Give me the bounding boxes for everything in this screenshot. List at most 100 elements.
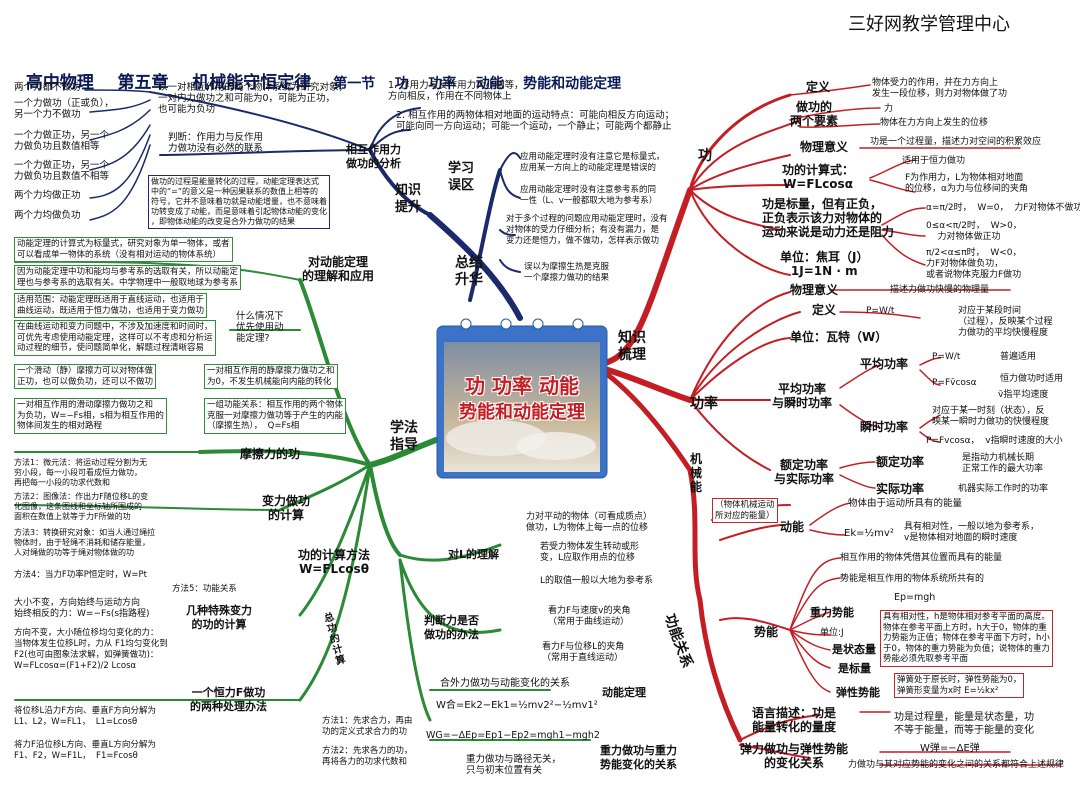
hewaili-guanxi: 合外力做功与动能变化的关系 [440, 678, 570, 689]
case-0: 两个力都不做功 [14, 82, 81, 93]
gonglv-eding-shiji: 额定功率 与实际功率 [774, 458, 835, 486]
shineng-top: 相互作用的物体凭借其位置而具有的能量 [840, 553, 1003, 563]
shineng-biaoliang: 是标量 [838, 662, 871, 675]
dn-b3: 适用范围：动能定理既适用于直线运动，也适用于 曲线运动，既适用于恒力做功，也适用… [14, 293, 208, 318]
bianli-v1: 方法1：微元法：将运动过程分割为无 穷小段，每一小段可看成恒力做功， 再把每一小… [14, 458, 148, 487]
dn-b1: 动能定理的计算式为标量式，研究对象为单一物体，或者 可以看成单一物体的系统（没有… [14, 237, 233, 262]
zhongli-guanxi: 重力做功与重力 势能变化的关系 [600, 744, 677, 771]
gonglv-ss-formula: P=Fvcosα， v指瞬时速度的大小 [926, 436, 1063, 446]
gonglv-f2-note2: v̄指平均速度 [998, 390, 1049, 400]
shineng-danwei: 单位:J [820, 628, 844, 638]
dongneng-dingli: 动能定理 [602, 686, 646, 699]
shineng: 势能 [754, 625, 779, 639]
bianli-v3: 方法3：转换研究对象：如当人通过绳拉 物体时，由于轻绳不消耗和储存能量， 人对绳… [14, 528, 156, 557]
gong-def-text: 物体受力的作用，并在力方向上 发生一段位移，则力对物体做了功 [872, 78, 1008, 99]
zuoyongli-left-desc: 以一对相互作用的两个物体系统为研究对象， 一对内力做功之和可能为0，可能为正功，… [158, 82, 349, 115]
gonglv-f1-note: 普遍适用 [1000, 352, 1037, 362]
gn-yuyan: 语言描述：功是 能量转化的量度 [752, 706, 837, 734]
gong-F-desc: F为作用力，L为物体相对地面 的位移，α为力与位移间的夹角 [905, 173, 1028, 194]
dn-b2: 因为动能定理中功和能均与参考系的选取有关，所以动能定 理也与参考系的选取有关。中… [14, 265, 242, 290]
branch-gong: 功 [698, 148, 712, 164]
wuqu-3: 对于多个过程的问题应用动能定理时，没有 对物体的受力仔细分析；有没有漏力，是 变… [506, 214, 668, 246]
center-calendar: 功 功率 动能 势能和动能定理 [436, 318, 608, 480]
jixieneng-note: （物体机械运动 所对应的能量） [712, 498, 778, 523]
zuoyongli-item1: 1. 作用力与反作用力大小相等， 方向相反，作用在不同物体上 [388, 80, 524, 102]
gong-jisuanshi: 功的计算式： W=FLcosα [782, 163, 855, 191]
fangfa-2: 方法2：先求各力的功， 再将各力的功求代数和 [322, 746, 413, 767]
gong-biaoliang: 功是标量，但有正负， 正负表示该力对物体的 运动来说是动力还是阻力 [762, 197, 895, 239]
gonglv-wuliyiyi-text: 描述力做功快慢的物理量 [890, 285, 990, 295]
tanxing-shineng: 弹性势能 [836, 686, 880, 699]
xuexi-wuqu: 学习 误区 [448, 161, 475, 193]
zuoyongli-panduan: 判断：作用力与反作用 力做功没有必然的联系 [168, 132, 264, 154]
teshu-s2: 方向不变，大小随位移均匀变化的力： 当物体发生位移L时，力从 F1均匀变化到 F… [14, 628, 168, 671]
gonglv-pingjun: 平均功率 [860, 357, 909, 371]
dongneng-formula: Ek=½mv² [844, 528, 894, 539]
gn-tanli-formula: W弹=−ΔE弹 [920, 743, 980, 754]
gonglv-avg-desc: 对应于某段时间 （过程），反映某个过程 力做功的平均快慢程度 [958, 306, 1053, 338]
center-title-line2: 势能和动能定理 [459, 402, 585, 423]
ep-formula: Ep=mgh [894, 592, 936, 603]
teshu-node: 几种特殊变力 的功的计算 [186, 604, 252, 631]
page-title: 高中物理 第五章 机械能守恒定律 第一节 功 功率 动能 势能和动能定理 [14, 48, 621, 93]
gonglv-wuliyiyi: 物理意义 [790, 283, 839, 297]
case-4: 两个力均做正功 [14, 190, 81, 201]
branch-zongjie-shenghua: 总结 升华 [455, 255, 483, 288]
zuoyongli-item2: 2. 相互作用的两物体相对地面的运动特点：可能向相反方向运动； 可能向同一方向运… [396, 110, 675, 132]
panduan-zuogong: 判断力是否 做功的办法 [424, 614, 479, 641]
panduan-p2: 看力F与位移L的夹角 （常用于直线运动） [542, 642, 625, 663]
L-3: L的取值一般以大地为参考系 [540, 576, 654, 586]
chapter-title: 高中物理 第五章 机械能守恒定律 [25, 73, 312, 93]
gonglv-shunshi: 瞬时功率 [860, 420, 909, 434]
gong-hengli: 适用于恒力做功 [902, 156, 966, 166]
dongneng-desc: 具有相对性，一般以地为参考系， v是物体相对地面的瞬时速度 [904, 522, 1040, 543]
L-2: 若受力物体发生转动或形 变，L应取作用点的位移 [540, 542, 640, 563]
gonglv-eding-desc: 是指动力机械长期 正常工作的最大功率 [962, 453, 1044, 474]
hengli-h1: 将位移L沿力F方向、垂直F方向分解为 L1、L2，W=FL1， L1=Lcosθ [14, 706, 157, 727]
L-1: 力对平动的物体（可看成质点） 做功，L为物体上每一点的位移 [526, 512, 653, 533]
moca-m3: 一对相互作用的滑动摩擦力做功之和 为负功，W=−Fs相，s相为相互作用的 物体间… [14, 398, 167, 434]
zhongli-path: 重力做功与路径无关， 只与初末位置有关 [466, 754, 562, 776]
bianli-v5: 方法5：功能关系 [172, 584, 237, 594]
dongneng-top: 物体由于运动所具有的能量 [848, 498, 963, 509]
branch-xuefa-zhidao: 学法 指导 [390, 420, 418, 453]
gong-case1: α=π/2时， W=0， 力F对物体不做功 [926, 203, 1080, 213]
gonglv-shiji-desc: 机器实际工作时的功率 [958, 484, 1049, 494]
gong-weiyi: 物体在力方向上发生的位移 [880, 118, 989, 128]
dn-youxian: 什么情况下 优先使用动 能定理? [236, 311, 284, 344]
gong-wuliyiyi-text: 功是一个过程量，描述力对空间的积累效应 [870, 137, 1042, 147]
gn-yuyan-desc: 功是过程量，能量是状态量，功 不等于能量，而等于能量的变化 [894, 712, 1034, 736]
zhongli-formula: WG=−ΔEp=Ep1−Ep2=mgh1−mgh2 [426, 730, 600, 741]
bianli-node: 变力做功 的计算 [262, 494, 311, 522]
moca-m4: 一组功能关系：相互作用的两个物体 克服一对摩擦力做功等于产生的内能 （摩擦生热）… [204, 398, 347, 434]
teshu-s1: 大小不变，方向始终与运动方向 始终相反的力：W=−Fs(s指路程) [14, 598, 150, 619]
gonglv-dingyi: 定义 [812, 303, 837, 317]
gong-case2: 0≤α<π/2时， W>0， 力对物体做正功 [926, 221, 1022, 242]
gong-danwei: 单位：焦耳（J） 1J=1N · m [780, 250, 869, 278]
gn-tanli: 弹力做功与弹性势能 的变化关系 [740, 742, 849, 770]
gonglv-danwei: 单位：瓦特（W） [790, 330, 888, 344]
gong-wuliyiyi: 物理意义 [800, 140, 849, 154]
center-title-line1: 功 功率 动能 [465, 374, 579, 398]
gonglv-f1: P=W/t [932, 352, 961, 362]
gonglv-ss-desc: 对应于某一时刻（状态），反 映某一瞬时力做功的快慢程度 [932, 406, 1050, 427]
section-title: 第一节 功 功率 动能 势能和动能定理 [333, 76, 622, 92]
brand-name: 三好网教学管理中心 [848, 14, 1010, 35]
moca-m1: 一个滑动（静）摩擦力可以对物体做 正功，也可以做负功，还可以不做功 [14, 364, 157, 389]
case-5: 两个力均做负功 [14, 210, 81, 221]
zhongli-desc: 具有相对性，h是物体相对参考平面的高度。 物体在参考平面上方时，h大于0，物体的… [880, 610, 1053, 667]
shineng-zhuangtai: 是状态量 [832, 643, 876, 656]
gong-case3: π/2<α≤π时， W<0， 力F对物体做负功， 或者说物体克服力F做功 [926, 248, 1022, 280]
panduan-p1: 看力F与速度v的夹角 （常用于曲线运动） [548, 606, 631, 627]
dn-b4: 在曲线运动和变力问题中，不涉及加速度和时间时， 可优先考虑使用动能定理，这样可以… [14, 320, 216, 356]
case-3: 一个力做正功，另一个 力做负功且数值不相等 [14, 160, 110, 182]
hengli-node: 一个恒力F做功 的两种处理办法 [190, 686, 267, 713]
dongneng-dingli-node: 对动能定理 的理解和应用 [302, 255, 375, 283]
moca-m2: 一对相互作用的静摩擦力做功之和 为0，不发生机械能向内能的转化 [204, 364, 338, 389]
gonglv-def-formula: P=W/t [866, 306, 895, 316]
branch-zhishi-shuli: 知识 梳理 [618, 330, 646, 363]
shineng-sys: 势能是相互作用的物体系统所共有的 [840, 574, 985, 584]
branch-gonglv: 功率 [690, 396, 718, 412]
case-1: 一个力做功（正或负）， 另一个力不做功 [14, 98, 114, 120]
